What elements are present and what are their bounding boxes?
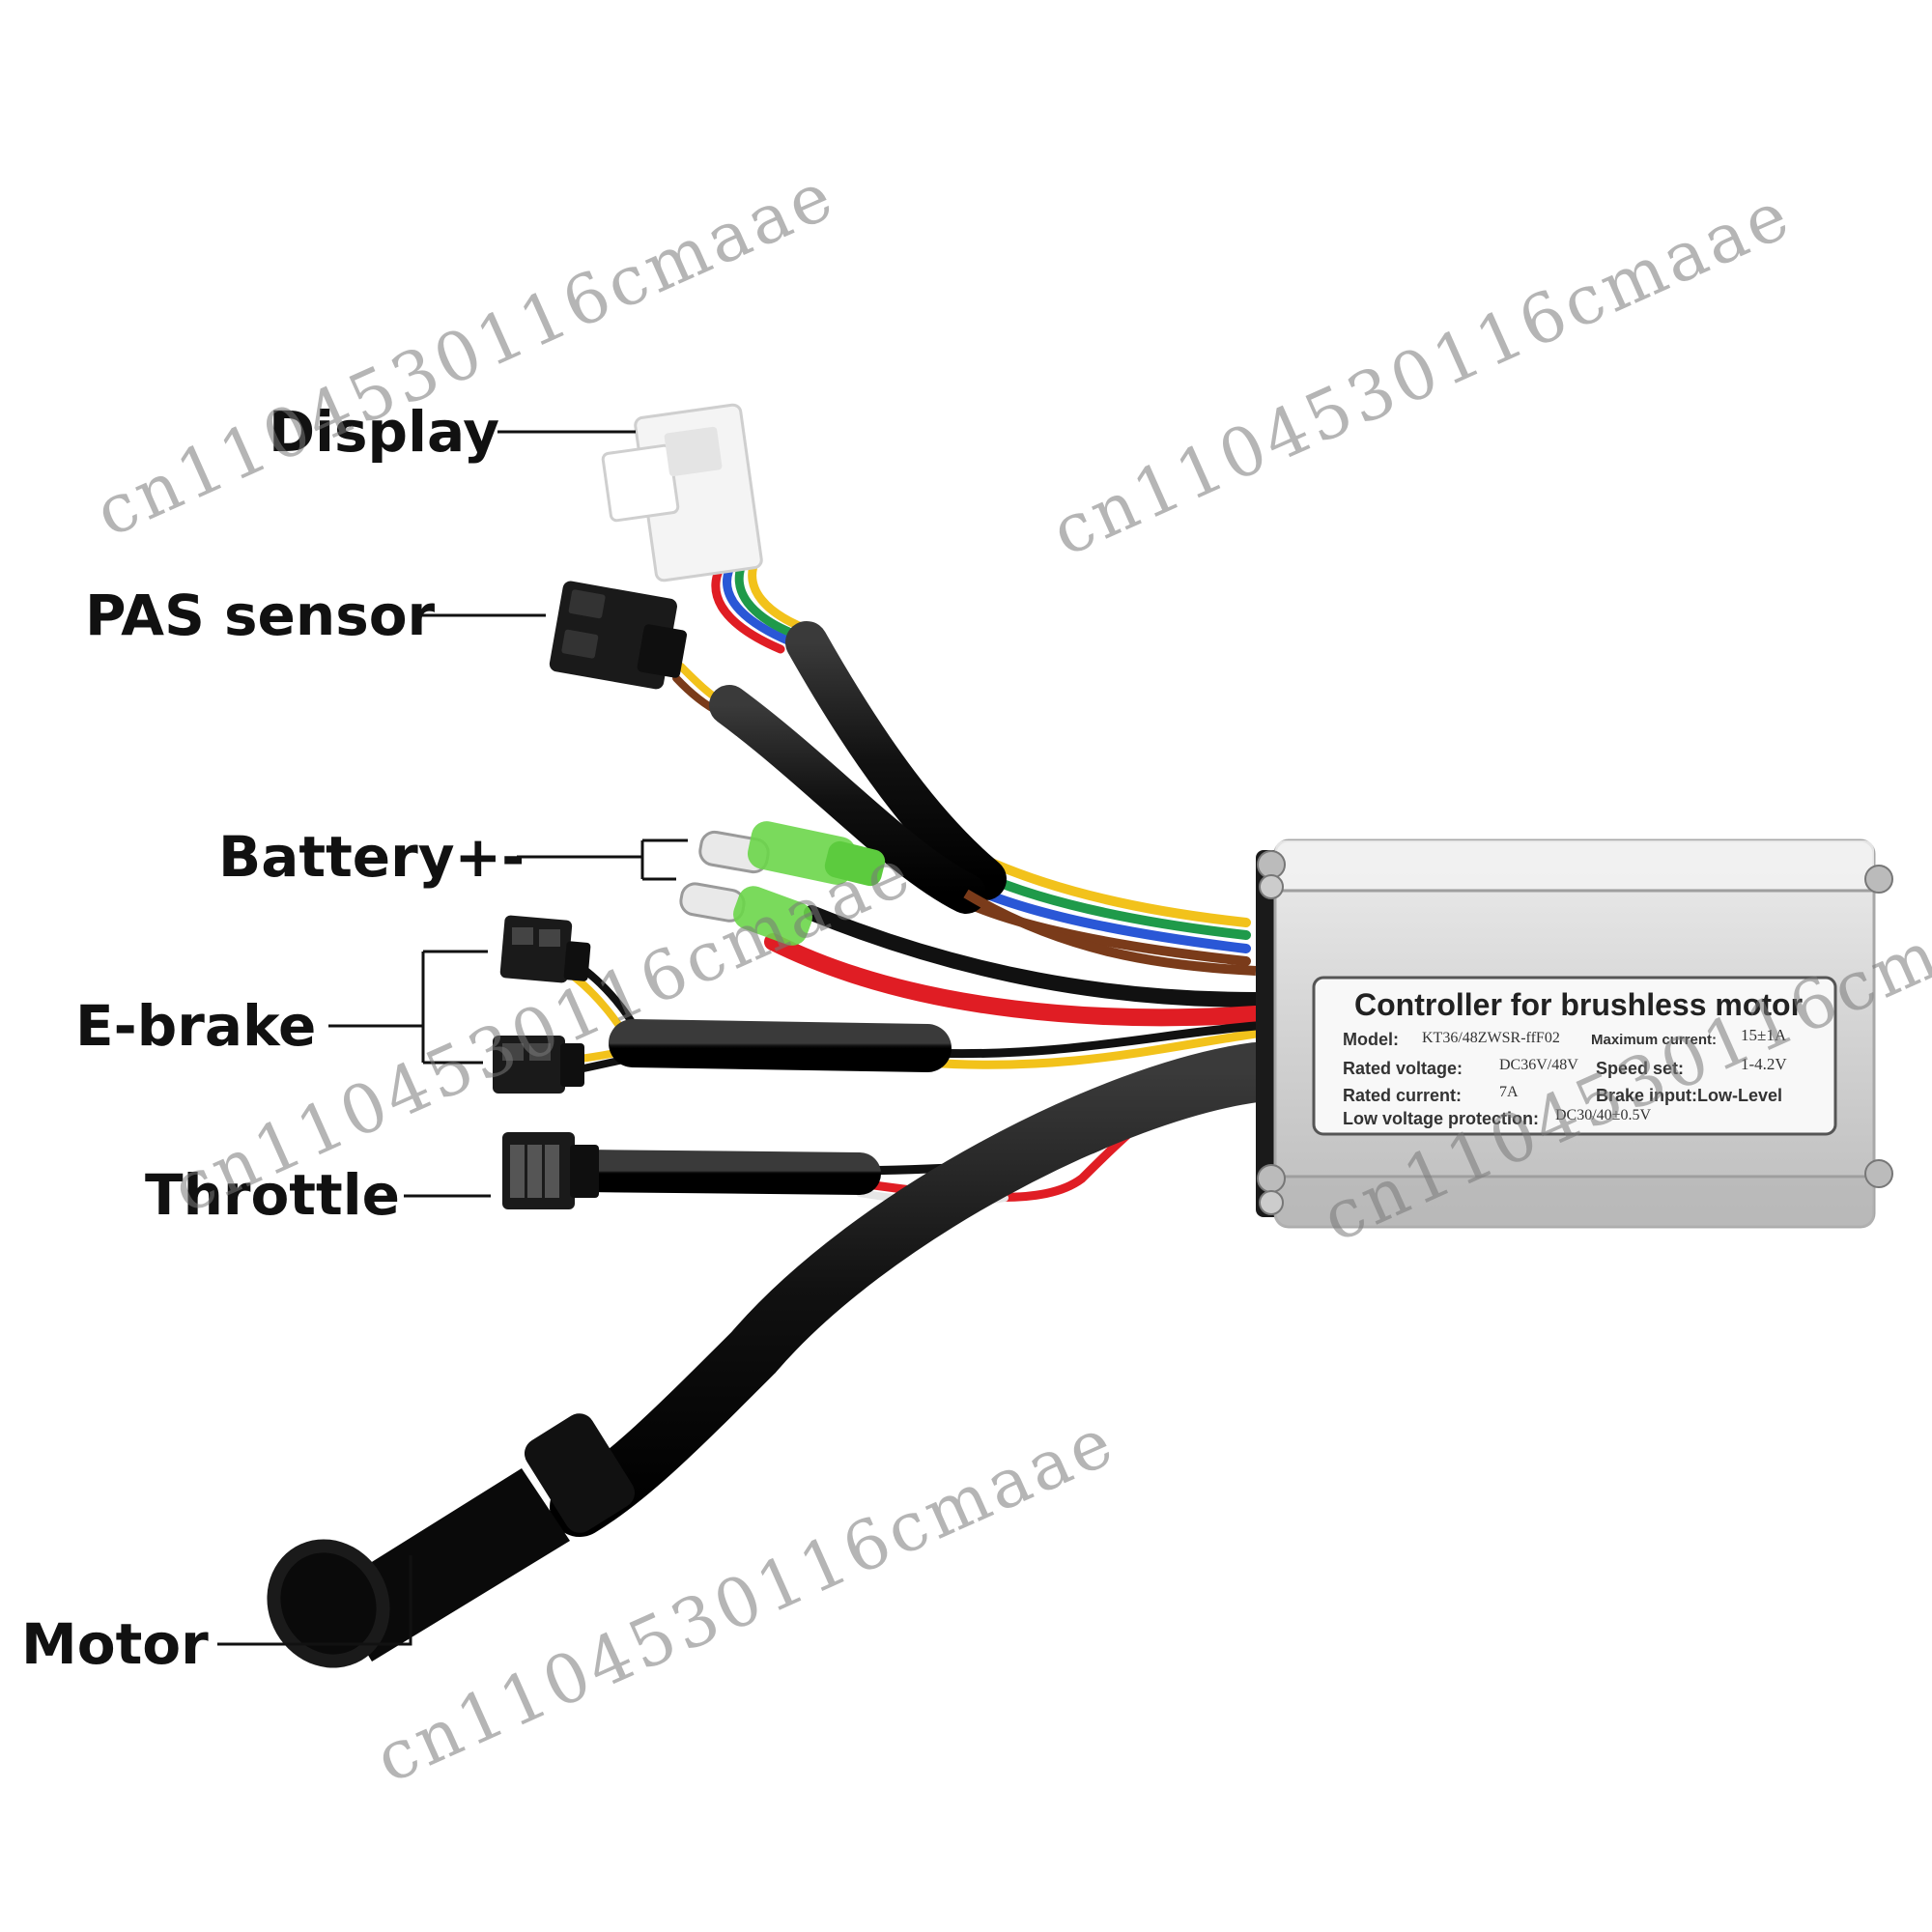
controller-label-plate: Controller for brushless motor Model: KT… xyxy=(1316,980,1833,1132)
throttle-connector xyxy=(502,1132,599,1209)
controller-housing xyxy=(1256,838,1893,1229)
battery-negative-terminal xyxy=(679,882,812,946)
label-max-current-value: 15±1A xyxy=(1741,1026,1787,1044)
display-connector xyxy=(601,403,763,582)
callout-pas-sensor: PAS sensor xyxy=(85,582,436,648)
label-rated-current-value: 7A xyxy=(1499,1084,1519,1100)
label-rated-voltage-key: Rated voltage: xyxy=(1343,1059,1463,1078)
motor-connector xyxy=(267,1413,636,1668)
ebrake-connector-top xyxy=(499,915,591,983)
pas-connector xyxy=(549,581,688,690)
label-speed-set-key: Speed set: xyxy=(1596,1059,1685,1078)
label-model-value: KT36/48ZWSR-ffF02 xyxy=(1422,1030,1560,1046)
callout-motor: Motor xyxy=(21,1611,209,1677)
motor-cable xyxy=(550,1042,1286,1537)
label-max-current-key: Maximum current: xyxy=(1591,1032,1718,1048)
callout-battery: Battery+- xyxy=(218,824,526,890)
label-low-voltage-value: DC30/40±0.5V xyxy=(1555,1107,1652,1123)
label-rated-current-key: Rated current: xyxy=(1343,1086,1463,1105)
callout-display: Display xyxy=(269,399,500,465)
label-rated-voltage-value: DC36V/48V xyxy=(1499,1057,1578,1073)
label-brake-input: Brake input:Low-Level xyxy=(1596,1086,1783,1105)
label-speed-set-value: 1-4.2V xyxy=(1741,1055,1787,1073)
leader-lines xyxy=(217,430,688,1646)
brake-cable-sleeve xyxy=(609,1019,952,1072)
label-model-key: Model: xyxy=(1343,1030,1399,1049)
battery-positive-wire xyxy=(764,933,1264,1027)
battery-positive-terminal xyxy=(698,821,886,887)
leader-battery xyxy=(517,838,688,881)
leader-motor xyxy=(217,1555,412,1646)
display-cable-sleeve xyxy=(785,621,1007,900)
callout-ebrake: E-brake xyxy=(75,993,317,1059)
throttle-cable-sleeve xyxy=(563,1150,881,1195)
label-low-voltage-key: Low voltage protection: xyxy=(1343,1109,1540,1128)
controller-label-title: Controller for brushless motor xyxy=(1354,987,1804,1022)
callout-throttle: Throttle xyxy=(145,1162,400,1228)
ebrake-connector-bottom xyxy=(493,1036,584,1094)
leader-ebrake xyxy=(328,950,488,1065)
battery-negative-wire xyxy=(804,905,1264,1008)
pas-cable-sleeve xyxy=(709,685,986,914)
